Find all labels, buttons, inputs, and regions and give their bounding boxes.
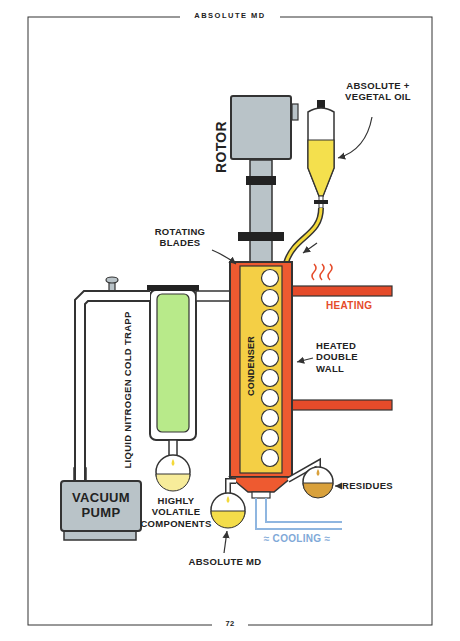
residues-label: RESIDUES — [342, 480, 412, 491]
shaft-band — [246, 176, 276, 185]
column-outlet — [252, 492, 270, 498]
blade — [262, 410, 279, 427]
pipe-group — [80, 296, 150, 480]
heating-pipe — [292, 286, 392, 296]
cold-trap: LIQUID NITROGEN COLD TRAPP — [150, 288, 196, 440]
drop — [227, 496, 230, 503]
volatile-label: HIGHLY VOLATILE COMPONENTS — [140, 495, 212, 529]
rotor-housing: ROTOR — [230, 95, 292, 160]
funnel-stopcock — [314, 200, 328, 204]
leader-line — [335, 485, 340, 486]
pump-label: VACUUM PUMP — [66, 491, 136, 521]
blade — [262, 270, 279, 287]
cold-trap-outer — [150, 290, 196, 440]
leader-line — [338, 117, 372, 158]
cold-trap-cap — [147, 285, 199, 291]
flow-arrow — [303, 243, 317, 253]
vacuum-pipe — [80, 296, 150, 480]
rotating-blades — [262, 270, 279, 467]
funnel-liquid — [308, 140, 334, 196]
rotor-shaft — [250, 160, 272, 262]
heat-waves — [312, 264, 332, 280]
blades-label: ROTATING BLADES — [143, 226, 217, 249]
valve-knob — [106, 277, 118, 283]
shaft-flange — [238, 232, 284, 241]
heating-label: HEATING — [326, 300, 388, 312]
page-number: 72 — [212, 619, 248, 628]
blade — [262, 390, 279, 407]
vacuum-pipe-inner — [80, 296, 150, 480]
blade — [262, 350, 279, 367]
flask-liquid — [211, 511, 245, 528]
cooling-lines — [256, 498, 342, 529]
cold-trap-stem — [169, 440, 177, 456]
rotor-label: ROTOR — [213, 121, 229, 173]
product-label: ABSOLUTE MD — [180, 556, 270, 567]
flask — [303, 467, 333, 497]
leader-line — [212, 250, 236, 264]
wall-label: HEATED DOUBLE WALL — [316, 340, 368, 374]
blade — [262, 370, 279, 387]
flask-liquid — [156, 474, 190, 491]
page-frame — [28, 17, 432, 625]
cold-trap-nitrogen — [157, 294, 189, 432]
condenser-column — [240, 266, 282, 473]
blade — [262, 310, 279, 327]
blade — [262, 450, 279, 467]
feed-tube-outline — [286, 208, 321, 263]
outlet-pipe — [228, 481, 236, 494]
column-bottom — [230, 477, 292, 492]
vapour-pipe — [196, 291, 230, 301]
heating-pipe — [292, 400, 392, 410]
feed-label: ABSOLUTE + VEGETAL OIL — [345, 80, 411, 103]
condenser-label: CONDENSER — [246, 336, 257, 396]
feed-tube — [286, 208, 321, 263]
drop — [172, 459, 175, 466]
drop — [317, 469, 320, 476]
blade — [262, 330, 279, 347]
outlet-pipe-outline — [228, 481, 236, 494]
funnel-body — [308, 108, 334, 196]
leader-line — [224, 531, 227, 553]
flask — [211, 493, 245, 527]
page-header: ABSOLUTE MD — [180, 11, 280, 20]
leader-line — [297, 358, 313, 362]
flask-liquid — [303, 483, 333, 498]
cooling-label: ≈ COOLING ≈ — [245, 533, 349, 545]
blade — [262, 430, 279, 447]
vacuum-pump: VACUUM PUMP — [60, 480, 142, 532]
cold-trap-label: LIQUID NITROGEN COLD TRAPP — [123, 311, 134, 468]
blade — [262, 290, 279, 307]
heated-double-wall — [230, 262, 292, 477]
funnel-stopper — [317, 100, 325, 108]
rotor-connector — [292, 104, 298, 120]
